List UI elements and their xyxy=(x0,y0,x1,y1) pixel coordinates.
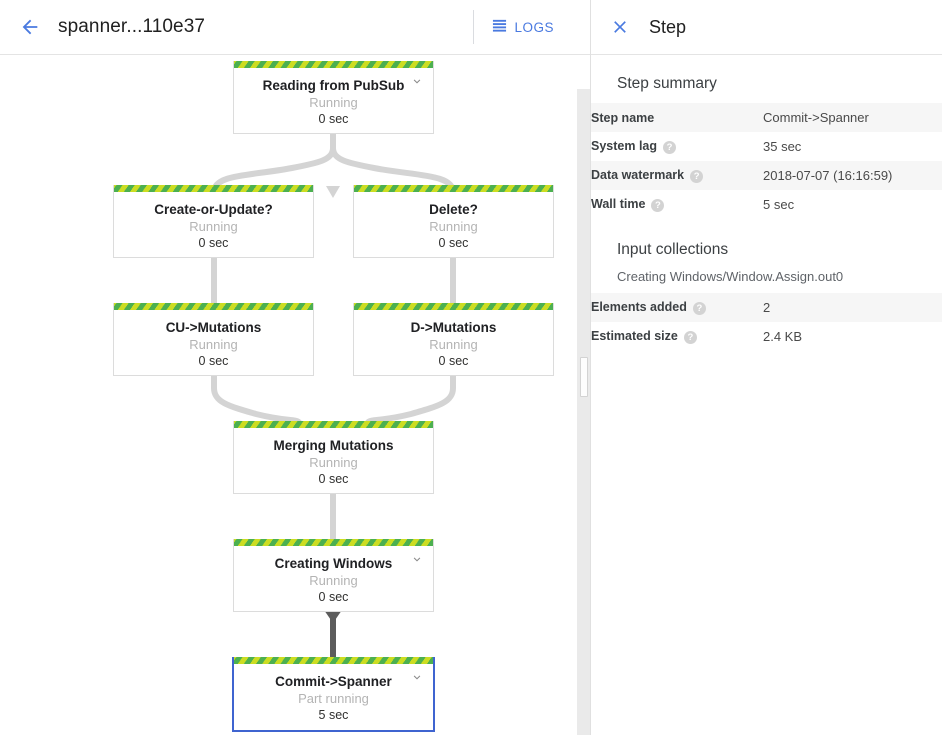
step-panel-header: Step xyxy=(591,0,942,55)
node-body: Delete? Running 0 sec xyxy=(354,192,553,261)
node-status: Running xyxy=(309,573,358,588)
step-summary-key: Step name xyxy=(591,110,655,125)
input-collection-row: Elements added?2 xyxy=(591,293,942,322)
graph-node-delete[interactable]: Delete? Running 0 sec xyxy=(353,185,554,258)
logs-button-label: LOGS xyxy=(514,19,554,35)
help-icon[interactable]: ? xyxy=(651,198,665,212)
node-status: Running xyxy=(309,95,358,110)
node-elapsed-time: 5 sec xyxy=(318,708,349,722)
input-collections-heading: Input collections xyxy=(617,241,729,258)
step-summary-row: System lag?35 sec xyxy=(591,132,942,161)
step-panel-title: Step xyxy=(649,16,687,37)
input-collection-key: Elements added? xyxy=(591,293,763,322)
node-status-stripe xyxy=(354,185,553,192)
graph-edges xyxy=(207,134,460,662)
input-collection-value: 2 xyxy=(763,300,771,315)
arrow-left-icon[interactable] xyxy=(6,3,54,51)
node-title: D->Mutations xyxy=(410,320,497,335)
input-collection-row: Estimated size?2.4 KB xyxy=(591,322,942,351)
graph-node-create-or-update[interactable]: Create-or-Update? Running 0 sec xyxy=(113,185,314,258)
help-icon[interactable]: ? xyxy=(663,140,677,154)
job-header-bar: spanner...110e37 LOGS xyxy=(0,0,590,55)
step-details-pane: Step Step summary Step name Commit->Spann… xyxy=(591,0,942,735)
node-title: Creating Windows xyxy=(274,556,393,571)
node-status-stripe xyxy=(234,657,433,664)
node-title: Delete? xyxy=(429,202,478,217)
node-title: Create-or-Update? xyxy=(154,202,273,217)
graph-vertical-scrollbar[interactable] xyxy=(577,89,590,735)
node-title: Merging Mutations xyxy=(273,438,394,453)
step-summary-key: Data watermark? xyxy=(591,161,763,190)
help-icon[interactable]: ? xyxy=(683,330,697,344)
node-elapsed-time: 0 sec xyxy=(318,112,349,126)
chevron-down-icon[interactable] xyxy=(410,74,424,88)
node-elapsed-time: 0 sec xyxy=(318,472,349,486)
node-status: Running xyxy=(429,219,478,234)
node-status: Running xyxy=(429,337,478,352)
node-elapsed-time: 0 sec xyxy=(438,236,469,250)
logs-list-icon xyxy=(492,18,507,36)
step-summary-heading: Step summary xyxy=(617,75,717,92)
node-status: Part running xyxy=(298,691,369,706)
node-elapsed-time: 0 sec xyxy=(198,236,229,250)
node-status-stripe xyxy=(354,303,553,310)
graph-scrollbar-thumb[interactable] xyxy=(580,357,588,397)
step-summary-key: System lag? xyxy=(591,132,763,161)
node-status: Running xyxy=(189,219,238,234)
chevron-down-icon[interactable] xyxy=(410,552,424,566)
node-title: CU->Mutations xyxy=(165,320,262,335)
help-icon[interactable]: ? xyxy=(692,301,706,315)
input-collection-key: Estimated size? xyxy=(591,322,763,351)
header-actions: LOGS xyxy=(473,0,590,54)
node-body: Create-or-Update? Running 0 sec xyxy=(114,192,313,261)
chevron-down-icon[interactable] xyxy=(410,670,424,684)
step-summary-value: 35 sec xyxy=(763,139,802,154)
input-collection-name: Creating Windows/Window.Assign.out0 xyxy=(617,269,844,284)
section-spacer xyxy=(591,219,942,241)
node-status: Running xyxy=(189,337,238,352)
job-graph-pane: spanner...110e37 LOGS xyxy=(0,0,591,735)
node-elapsed-time: 0 sec xyxy=(438,354,469,368)
header-divider xyxy=(473,10,475,44)
node-elapsed-time: 0 sec xyxy=(318,590,349,604)
step-summary-row: Wall time?5 sec xyxy=(591,190,942,219)
node-title: Commit->Spanner xyxy=(275,674,392,689)
node-status-stripe xyxy=(234,61,433,68)
logs-button[interactable]: LOGS xyxy=(492,18,590,36)
step-summary-value: 2018-07-07 (16:16:59) xyxy=(763,168,893,183)
node-status-stripe xyxy=(234,539,433,546)
help-icon[interactable]: ? xyxy=(690,169,704,183)
step-summary-value: Commit->Spanner xyxy=(763,110,869,125)
close-x-icon[interactable] xyxy=(597,4,643,50)
step-summary-value: 5 sec xyxy=(763,197,795,212)
node-status-stripe xyxy=(234,421,433,428)
node-status: Running xyxy=(309,455,358,470)
step-summary-row: Data watermark?2018-07-07 (16:16:59) xyxy=(591,161,942,190)
input-collection-value: 2.4 KB xyxy=(763,329,803,344)
step-summary-key: Wall time? xyxy=(591,190,763,219)
page-title: spanner...110e37 xyxy=(58,16,206,37)
step-summary-row: Step name Commit->Spanner xyxy=(591,103,942,132)
node-title: Reading from PubSub xyxy=(262,78,405,93)
node-elapsed-time: 0 sec xyxy=(198,354,229,368)
node-status-stripe xyxy=(114,303,313,310)
node-status-stripe xyxy=(114,185,313,192)
